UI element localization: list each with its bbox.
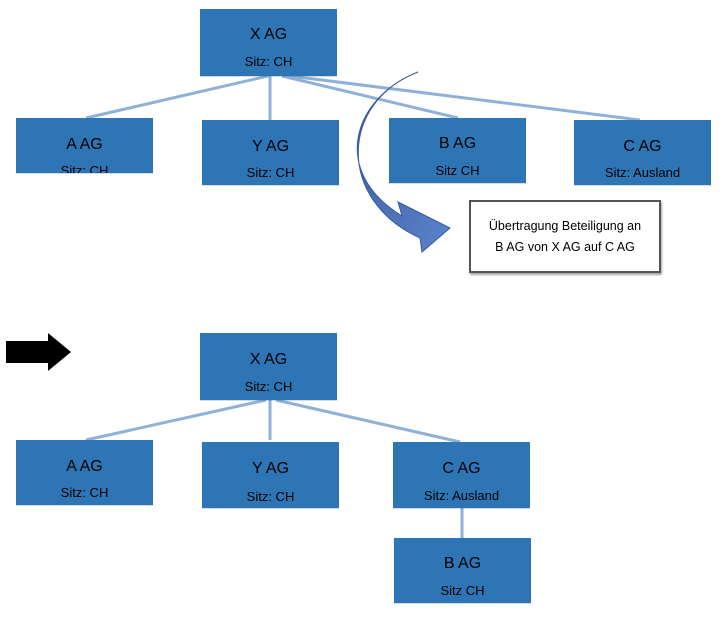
result-arrow [6,333,71,371]
transfer-note-line-2: B AG von X AG auf C AG [495,240,635,254]
line-x-to-a-bottom [85,398,267,442]
node-seat: Sitz: CH [246,165,295,180]
node-name: A AG [66,458,103,475]
node-seat: Sitz: Ausland [423,488,500,503]
line-x-to-b-top [281,74,459,120]
node-b-ag-bottom: B AG Sitz CH [394,538,531,603]
node-a-ag-bottom: A AG Sitz: CH [16,440,153,505]
transfer-note-line-1: Übertragung Beteiligung an [488,219,642,233]
node-seat: Sitz: CH [60,163,109,173]
line-x-to-a-top [85,74,269,120]
node-seat: Sitz: Ausland [604,165,681,180]
node-name: C AG [623,138,662,155]
node-b-ag-top: B AG Sitz CH [389,118,526,183]
node-name: X AG [249,26,288,43]
node-name: B AG [443,555,482,572]
node-seat: Sitz: CH [244,379,293,394]
node-seat: Sitz: CH [246,489,295,504]
curved-transfer-arrow [356,71,451,253]
node-name: C AG [442,460,481,477]
node-name: Y AG [251,460,290,477]
node-name: X AG [249,351,288,368]
transfer-note: Übertragung Beteiligung an B AG von X AG… [469,200,661,273]
line-x-to-c-bottom [275,398,461,444]
node-c-ag-bottom: C AG Sitz: Ausland [393,442,530,508]
node-seat: Sitz CH [435,163,480,178]
node-seat: Sitz: CH [244,54,293,69]
node-name: B AG [438,135,477,152]
node-name: Y AG [251,138,290,155]
node-x-ag-top: X AG Sitz: CH [200,9,337,76]
node-seat: Sitz: CH [60,485,109,500]
node-name: A AG [66,136,103,153]
node-c-ag-top: C AG Sitz: Ausland [574,120,711,185]
node-a-ag-top: A AG Sitz: CH [16,118,153,173]
node-y-ag-bottom: Y AG Sitz: CH [202,442,339,508]
node-y-ag-top: Y AG Sitz: CH [202,120,339,185]
node-x-ag-bottom: X AG Sitz: CH [200,333,337,400]
line-x-to-c-top [289,74,641,122]
node-seat: Sitz CH [440,583,485,598]
